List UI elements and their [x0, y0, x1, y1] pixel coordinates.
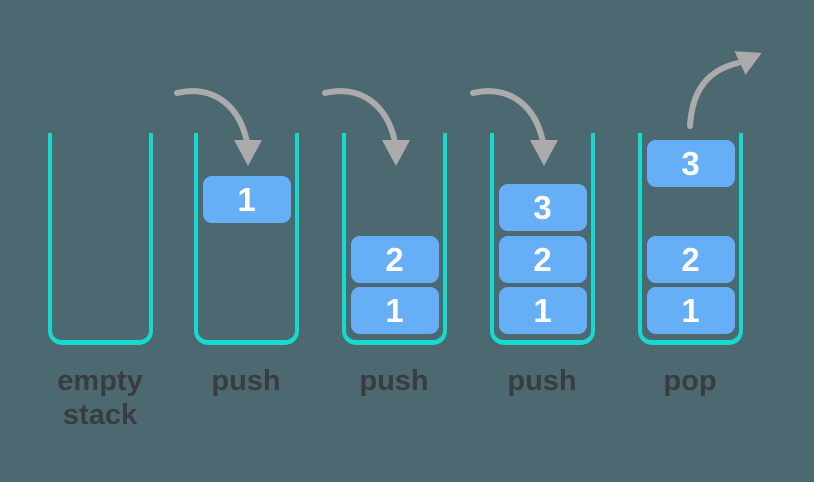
stack-item-box: 1 — [350, 287, 439, 334]
stack-item-box: 2 — [646, 236, 735, 283]
stack-outline-3: 2 1 — [342, 133, 447, 345]
stack-item-value: 2 — [385, 240, 404, 278]
stack-item-box: 1 — [202, 176, 291, 223]
stack-item-value: 1 — [237, 180, 256, 218]
stack-item-box: 3 — [646, 140, 735, 187]
stack-outline-2: 1 — [194, 133, 299, 345]
stack-item-value: 1 — [681, 291, 700, 329]
stack-outline-4: 3 2 1 — [490, 133, 595, 345]
stack-outline-1 — [48, 133, 153, 345]
stack-outline-5: 3 2 1 — [638, 133, 743, 345]
stack-item-box: 1 — [498, 287, 587, 334]
stack-item-value: 2 — [681, 240, 700, 278]
push-arrow-icon — [174, 88, 262, 166]
stage-label-pop: pop — [663, 365, 717, 397]
stack-item-value: 3 — [681, 144, 700, 182]
stack-item-box: 2 — [498, 236, 587, 283]
stack-item-value: 1 — [533, 291, 552, 329]
push-arrow-icon — [322, 88, 410, 166]
stack-item-box: 2 — [350, 236, 439, 283]
stack-item-value: 3 — [533, 188, 552, 226]
stack-item-value: 1 — [385, 291, 404, 329]
stack-item-box: 1 — [646, 287, 735, 334]
stack-item-value: 2 — [533, 240, 552, 278]
stage-label-empty-stack: empty stack — [57, 365, 143, 432]
stage-label-push-2: push — [359, 365, 429, 397]
stack-item-box: 3 — [498, 184, 587, 231]
pop-arrow-icon — [687, 51, 762, 129]
push-arrow-icon — [470, 88, 558, 166]
stage-label-push-3: push — [507, 365, 577, 397]
stage-label-push-1: push — [211, 365, 281, 397]
